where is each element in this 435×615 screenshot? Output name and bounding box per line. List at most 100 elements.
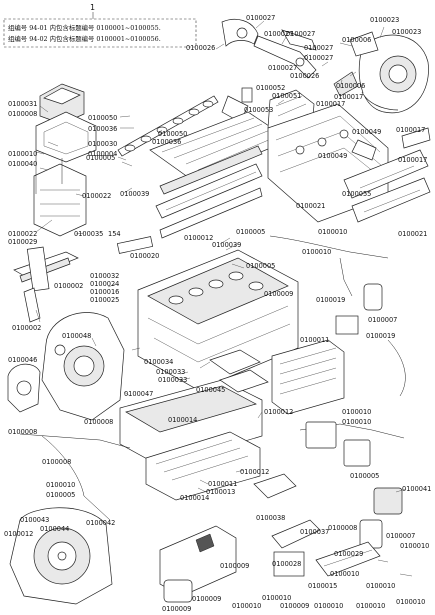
note-line-2: 组编号 94-02 内包含标题编号 0100001~0100056.: [8, 34, 161, 43]
callout-0100019: 0100019: [316, 296, 345, 304]
callout-0100010: 0100010: [302, 248, 331, 256]
callout-0100010: 0100010: [232, 602, 261, 610]
callout-0100020: 0100020: [130, 252, 159, 260]
callout-0100044: 0100044: [40, 525, 69, 533]
callout-0100005: 0100005: [236, 228, 265, 236]
callout-0100038: 0100038: [256, 514, 285, 522]
callout-0100012: 0100012: [264, 408, 293, 416]
callout-0100011: 0100011: [208, 480, 237, 488]
pipes-drawing: [19, 235, 406, 521]
callout-0100027: 0100027: [286, 30, 315, 38]
callout-0100005: 0100005: [246, 262, 275, 270]
callout-0100005: 0100005: [350, 472, 379, 480]
callout-0100010: 0100010: [8, 150, 37, 158]
callout-0100027: 0100027: [246, 14, 275, 22]
callout-0100010: 0100010: [330, 570, 359, 578]
callout-0100010: 0100010: [314, 602, 343, 610]
callout-0100007: 0100007: [386, 532, 415, 540]
flywheel-housing-drawing: [9, 507, 113, 605]
callout-0100029: 0100029: [334, 550, 363, 558]
callout-0100040: 0100040: [8, 160, 37, 168]
callout-0100041: 0100041: [402, 485, 431, 493]
callout-0100010: 0100010: [46, 481, 75, 489]
callout-0100022: 0100022: [8, 230, 37, 238]
turbocharger-drawing: [349, 31, 429, 114]
callout-0100055: 0100055: [342, 190, 371, 198]
callout-0100019: 0100019: [366, 332, 395, 340]
callout-0100032: 0100032: [90, 272, 119, 280]
timing-housing-drawing: [7, 312, 125, 421]
callout-0100008: 0100008: [8, 110, 37, 118]
callout-0100024: 0100024: [90, 280, 119, 288]
callout-0100012: 0100012: [184, 234, 213, 242]
callout-0100010: 0100010: [262, 594, 291, 602]
index-number: 1: [90, 3, 95, 12]
callout-0100002: 0100002: [12, 324, 41, 332]
callout-0100010: 0100010: [366, 582, 395, 590]
callout-0100033: 0100033: [156, 368, 185, 376]
callout-0100015: 0100015: [308, 582, 337, 590]
fuel-pump-drawing: [159, 519, 381, 603]
callout-0100033: 0100033: [158, 376, 187, 384]
callout-0100026: 0100026: [290, 72, 319, 80]
callout-0100027: 0100027: [268, 64, 297, 72]
note-box: [3, 18, 197, 48]
exhaust-manifold-drawing: [221, 19, 359, 97]
callout-0100046: 0100046: [8, 356, 37, 364]
callout-0100027: 0100027: [304, 44, 333, 52]
callout-0100011: 0100011: [300, 336, 329, 344]
callout-0100005: 0100005: [86, 154, 115, 162]
callout-0100031: 0100031: [8, 100, 37, 108]
callout-0100009: 0100009: [280, 602, 309, 610]
leader-lines: [35, 20, 413, 577]
callout-0100039: 0100039: [120, 190, 149, 198]
callout-0100053: 0100053: [244, 106, 273, 114]
callout-0100002: 0100002: [54, 282, 83, 290]
callout-0100043: 0100043: [20, 516, 49, 524]
callout-0100037: 0100037: [300, 528, 329, 536]
callout-0100012: 0100012: [4, 530, 33, 538]
callout-0100007: 0100007: [368, 316, 397, 324]
callout-0100039: 0100039: [212, 241, 241, 249]
note-line-1: 组编号 94-01 内包含标题编号 0100001~0100055.: [8, 23, 161, 32]
callout-0100027: 0100027: [304, 54, 333, 62]
callout-0100036: 0100036: [152, 138, 181, 146]
callout-0100008: 0100008: [8, 428, 37, 436]
callout-0100051: 0100051: [272, 92, 301, 100]
callout-0100045: 0100045: [196, 386, 225, 394]
callout-0100042: 0100042: [86, 519, 115, 527]
callout-0100006: 0100006: [336, 82, 365, 90]
callout-0100013: 0100013: [206, 488, 235, 496]
rocker-shaft-drawing: [149, 111, 291, 239]
callout-0100009: 0100009: [264, 290, 293, 298]
callout-0100017: 0100017: [334, 93, 363, 101]
callout-0100034: 0100034: [144, 358, 173, 366]
callout-0100036: 0100036: [88, 125, 117, 133]
callout-0100010: 0100010: [318, 228, 347, 236]
callout-0100017: 0100017: [396, 126, 425, 134]
callout-0100004: 0100004: [88, 150, 117, 158]
callout-0100050: 0100050: [88, 114, 117, 122]
callout-0100029: 0100029: [8, 238, 37, 246]
callout-0100026: 0100026: [186, 44, 215, 52]
callout-0100014: 0100014: [168, 416, 197, 424]
callout-0100048: 0100048: [62, 332, 91, 340]
callout-0100010: 0100010: [342, 408, 371, 416]
callout-0100014: 0100014: [180, 494, 209, 502]
callout-0100010: 0100010: [396, 598, 425, 606]
callout-0100005: 0100005: [46, 491, 75, 499]
callout-0100035: 0100035: [74, 230, 103, 238]
callout-0100009: 0100009: [162, 605, 191, 613]
callout-0100009: 0100009: [220, 562, 249, 570]
callout-0100021: 0100021: [296, 202, 325, 210]
callout-0100009: 0100009: [192, 595, 221, 603]
callout-0100012: 0100012: [240, 468, 269, 476]
gear-train-drawing: [13, 246, 79, 323]
callout-0100008: 0100008: [328, 524, 357, 532]
callout-0100023: 0100023: [370, 16, 399, 24]
callout-0100008: 0100008: [84, 418, 113, 426]
callout-154: 154: [108, 230, 121, 238]
callout-0100023: 0100023: [392, 28, 421, 36]
callout-0100017: 0100017: [316, 100, 345, 108]
